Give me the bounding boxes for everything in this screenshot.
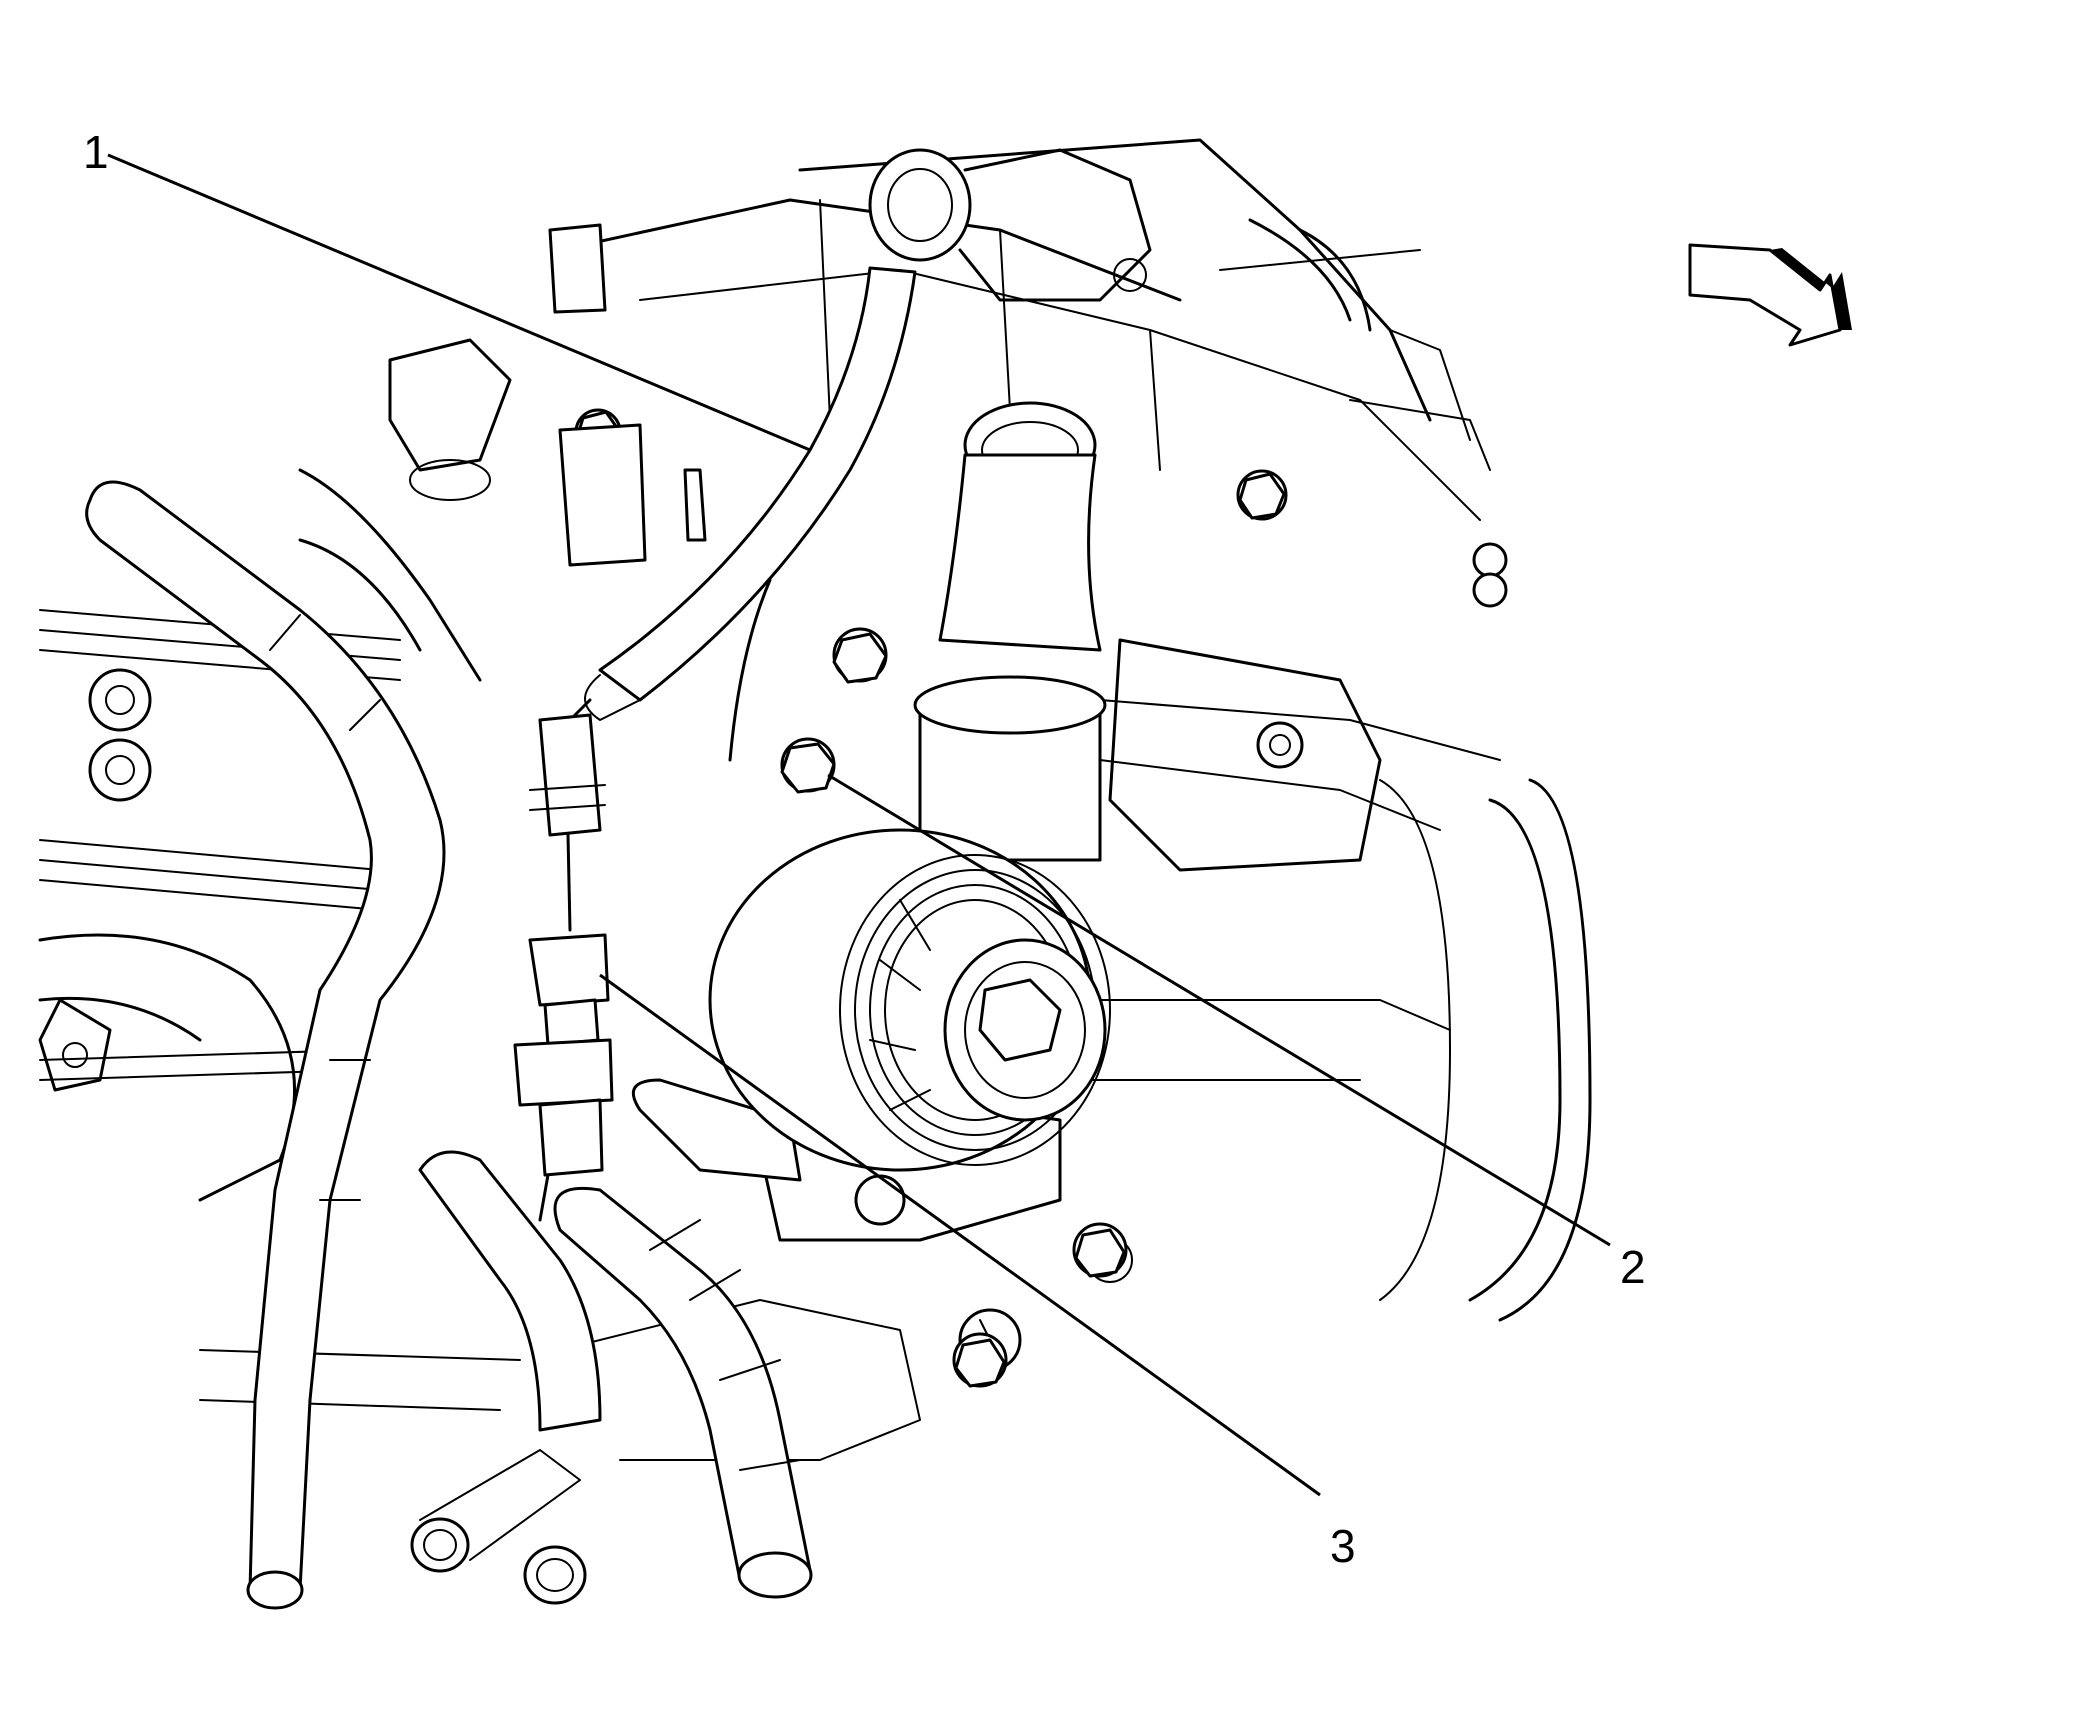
bypass-hoses <box>410 1078 813 1605</box>
bolt-icon <box>574 408 1288 1388</box>
leader-line-3 <box>599 973 1321 1497</box>
vehicle-front-arrow-icon <box>1688 243 1852 347</box>
leader-line-1 <box>107 153 811 452</box>
upper-radiator-hose <box>85 480 602 1610</box>
pressure-sensor-icon <box>513 713 614 1222</box>
throttle-body <box>868 148 1152 302</box>
coolant-outlet <box>913 401 1107 862</box>
callout-3: 3 <box>1330 1520 1356 1572</box>
pulley-icon <box>708 828 1111 1172</box>
callout-1: 1 <box>83 126 109 178</box>
callout-2: 2 <box>1620 1241 1646 1293</box>
leader-line-2 <box>827 773 1611 1247</box>
upper-left-components <box>298 223 707 682</box>
engine-background-linework <box>38 138 1592 1461</box>
